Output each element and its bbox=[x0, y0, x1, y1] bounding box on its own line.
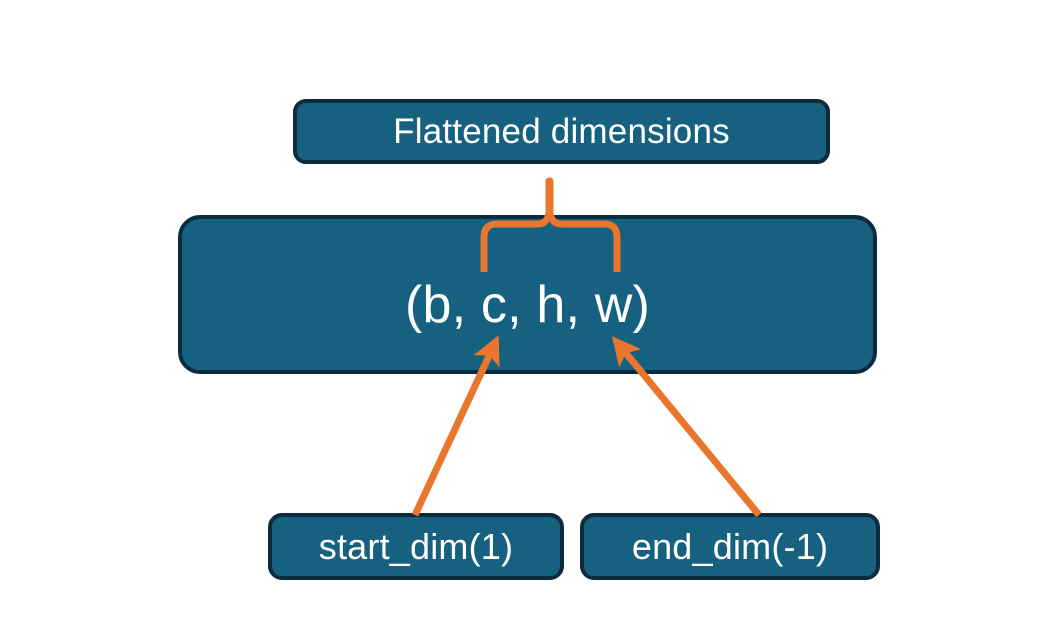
end-dim-label: end_dim(-1) bbox=[631, 525, 829, 567]
start-dim-box[interactable]: start_dim(1) bbox=[268, 513, 564, 580]
flattened-dimensions-label: Flattened dimensions bbox=[393, 111, 730, 151]
flattened-dimensions-box[interactable]: Flattened dimensions bbox=[293, 99, 830, 164]
end-dim-box[interactable]: end_dim(-1) bbox=[580, 513, 880, 580]
tensor-shape-box[interactable]: (b, c, h, w) bbox=[178, 215, 877, 374]
start-dim-label: start_dim(1) bbox=[318, 525, 514, 567]
tensor-shape-label: (b, c, h, w) bbox=[404, 275, 651, 334]
